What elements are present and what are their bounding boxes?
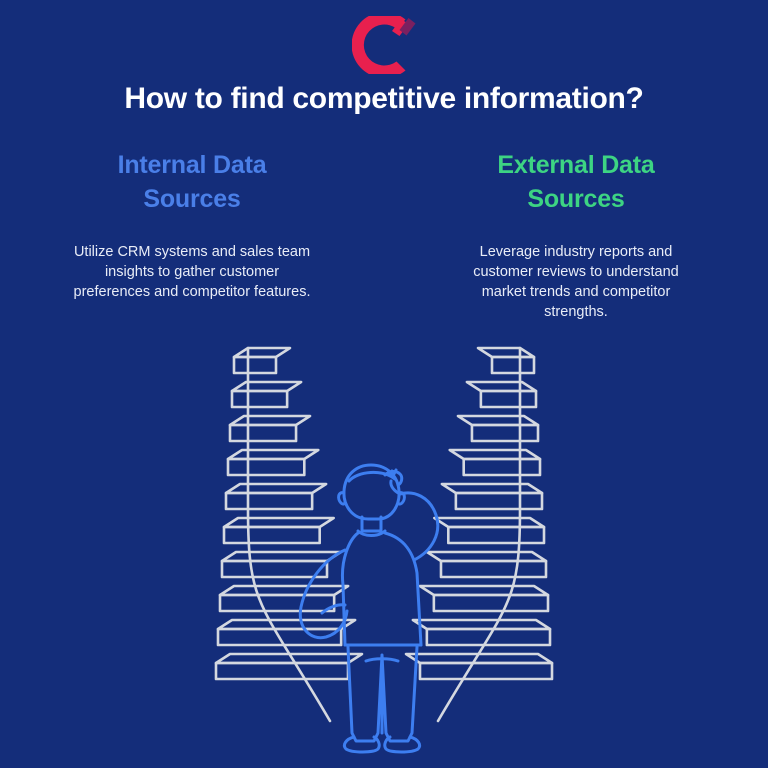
v-staircase-illustration — [214, 346, 554, 754]
staircase-outlines — [214, 346, 554, 723]
column-external-heading: External Data Sources — [497, 151, 655, 213]
person-figure — [298, 463, 440, 754]
illustration — [0, 345, 768, 768]
column-external: External Data Sources Leverage industry … — [384, 148, 768, 322]
crayon-c-logo-icon — [352, 16, 416, 74]
column-internal: Internal Data Sources Utilize CRM system… — [0, 148, 384, 322]
column-external-body: Leverage industry reports and customer r… — [473, 244, 679, 320]
columns-container: Internal Data Sources Utilize CRM system… — [0, 148, 768, 322]
column-internal-heading: Internal Data Sources — [117, 151, 267, 213]
logo — [0, 14, 768, 76]
page-title: How to find competitive information? — [124, 82, 644, 115]
column-internal-body: Utilize CRM systems and sales team insig… — [73, 244, 311, 300]
